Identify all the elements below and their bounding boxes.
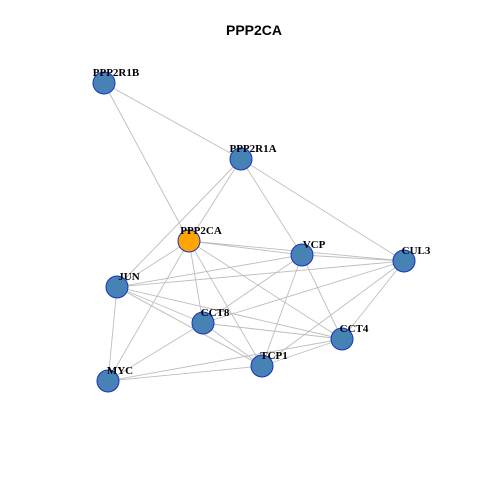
edge-cul3-jun (116, 260, 405, 288)
edge-cct4-tcp1 (261, 338, 343, 367)
edge-tcp1-myc (107, 365, 263, 382)
edge-cct8-tcp1 (202, 322, 263, 367)
node-label-cul3: CUL3 (402, 245, 431, 257)
edge-vcp-cct4 (301, 254, 343, 340)
edge-ppp2r1a-cul3 (240, 158, 405, 262)
edge-jun-cct4 (116, 286, 343, 340)
node-label-ppp2r1b: PPP2R1B (93, 67, 140, 79)
edge-cul3-cct4 (341, 260, 405, 340)
edge-cul3-cct8 (202, 260, 405, 324)
edge-ppp2ca-jun (116, 240, 190, 288)
edge-ppp2ca-myc (107, 240, 190, 382)
edge-ppp2r1b-ppp2ca (103, 82, 190, 242)
node-jun (105, 275, 129, 299)
nodes-layer (92, 71, 416, 393)
node-label-myc: MYC (107, 365, 133, 377)
node-label-ppp2r1a: PPP2R1A (229, 143, 276, 155)
node-ppp2ca (177, 229, 201, 253)
edge-jun-tcp1 (116, 286, 263, 367)
edge-vcp-tcp1 (261, 254, 303, 367)
node-label-ppp2ca: PPP2CA (180, 225, 222, 237)
node-label-cct8: CCT8 (201, 307, 230, 319)
edge-ppp2ca-cct8 (188, 240, 204, 324)
edge-cct8-myc (107, 322, 204, 382)
node-cul3 (392, 249, 416, 273)
node-ppp2r1b (92, 71, 116, 95)
graph-title: PPP2CA (226, 22, 282, 38)
edge-ppp2r1b-ppp2r1a (103, 82, 242, 160)
edge-ppp2ca-cct4 (188, 240, 343, 340)
edge-vcp-cct8 (202, 254, 303, 324)
edge-cct8-cct4 (202, 322, 343, 340)
edges-layer (103, 82, 405, 382)
node-myc (96, 369, 120, 393)
node-label-cct4: CCT4 (340, 323, 369, 335)
edge-cul3-tcp1 (261, 260, 405, 367)
edge-cct4-myc (107, 338, 343, 382)
edge-ppp2ca-tcp1 (188, 240, 263, 367)
node-label-jun: JUN (118, 271, 139, 283)
node-tcp1 (250, 354, 274, 378)
edge-ppp2r1a-ppp2ca (188, 158, 242, 242)
edge-ppp2r1a-vcp (240, 158, 303, 256)
edge-jun-cct8 (116, 286, 204, 324)
node-ppp2r1a (229, 147, 253, 171)
node-label-tcp1: TCP1 (260, 350, 288, 362)
edge-ppp2r1a-jun (116, 158, 242, 288)
edge-ppp2ca-vcp (188, 240, 303, 256)
node-cct4 (330, 327, 354, 351)
node-cct8 (191, 311, 215, 335)
node-label-vcp: VCP (303, 239, 326, 251)
edge-vcp-jun (116, 254, 303, 288)
edge-vcp-cul3 (301, 254, 405, 262)
edge-jun-myc (107, 286, 118, 382)
node-vcp (290, 243, 314, 267)
